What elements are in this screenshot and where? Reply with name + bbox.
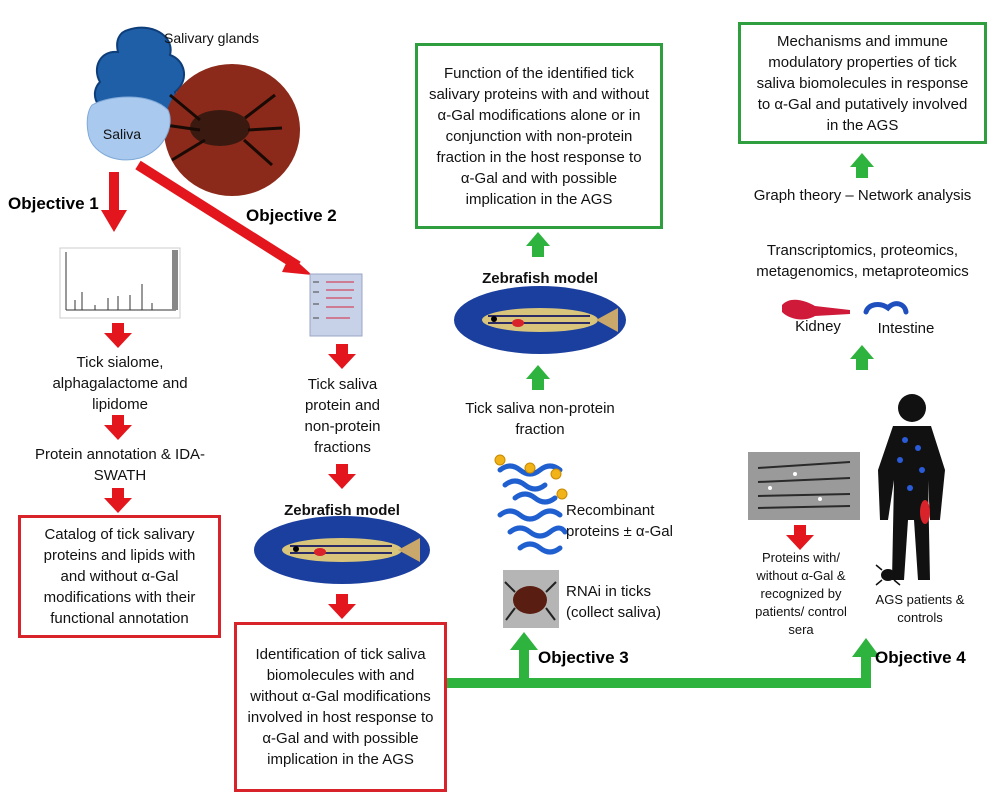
kidney-illustration	[782, 299, 850, 320]
rnai-ticks-text: RNAi in ticks (collect saliva)	[566, 583, 662, 621]
mass-spectrum-thumbnail	[59, 247, 181, 319]
red-down-arrows	[104, 323, 814, 619]
objective1-arrow	[101, 172, 127, 232]
kidney-label: Kidney	[795, 318, 841, 335]
human-organ-dots	[897, 437, 925, 491]
salivary-glands-label: Salivary glands	[164, 30, 259, 46]
objective1-label: Objective 1	[8, 194, 99, 213]
western-blot-image	[748, 452, 860, 520]
saliva-drop-illustration	[86, 96, 171, 161]
omics-text: Transcriptomics, proteomics, metagenomic…	[756, 242, 969, 280]
function-result-box: Function of the identified tick salivary…	[415, 43, 663, 229]
zebrafish-illustration-left	[254, 516, 430, 584]
objective-connector	[446, 632, 880, 688]
ags-patients-text: AGS patients & controls	[875, 592, 965, 625]
intestine-label: Intestine	[877, 320, 935, 337]
small-tick-icon	[875, 564, 901, 586]
saliva-label: Saliva	[102, 126, 142, 142]
zebrafish-model-left-label: Zebrafish model	[284, 502, 400, 519]
protein-annotation-text: Protein annotation & IDA-SWATH	[34, 446, 206, 484]
saliva-fractions-text: Tick saliva protein and non-protein frac…	[304, 376, 381, 456]
zebrafish-illustration-right	[454, 286, 626, 354]
proteins-recognized-text: Proteins with/ without α-Gal & recognize…	[755, 550, 847, 637]
objective2-arrow	[135, 160, 312, 275]
network-analysis-text: Graph theory – Network analysis	[753, 187, 972, 204]
recombinant-proteins-text: Recombinant proteins ± α-Gal	[566, 502, 673, 540]
gel-thumbnail	[309, 273, 363, 337]
green-up-arrows	[526, 153, 874, 390]
identification-result-box: Identification of tick saliva biomolecul…	[234, 622, 447, 792]
mechanisms-result-box: Mechanisms and immune modulatory propert…	[738, 22, 987, 144]
alpha-gal-dots	[494, 454, 568, 500]
objective3-label: Objective 3	[538, 648, 629, 667]
nonprotein-fraction-text: Tick saliva non-protein fraction	[465, 400, 615, 438]
rnai-tick-photo	[503, 570, 559, 628]
intestine-illustration	[863, 301, 909, 315]
zebrafish-model-right-label: Zebrafish model	[482, 270, 598, 287]
objective2-label: Objective 2	[246, 206, 337, 225]
protein-structures	[497, 463, 568, 555]
catalog-result-box: Catalog of tick salivary proteins and li…	[18, 515, 221, 638]
objective4-label: Objective 4	[875, 648, 966, 667]
human-silhouette	[878, 394, 945, 580]
human-limb-highlight	[920, 500, 930, 524]
sialome-text: Tick sialome, alphagalactome and lipidom…	[52, 354, 188, 413]
